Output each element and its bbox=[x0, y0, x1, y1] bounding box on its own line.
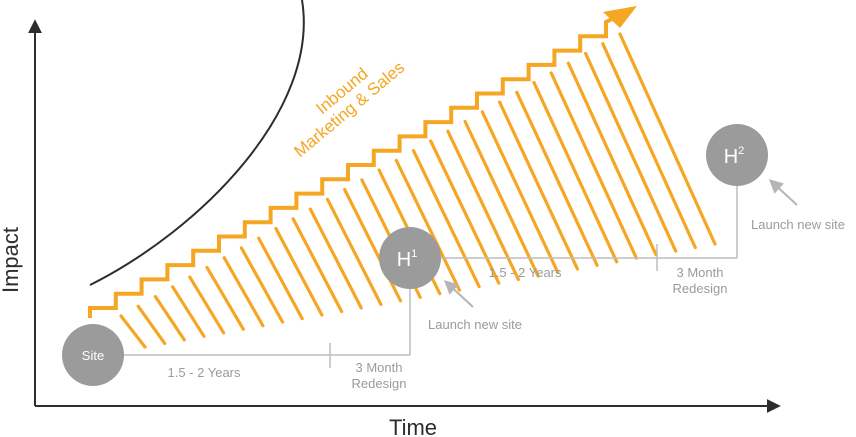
hatch-line bbox=[515, 90, 599, 267]
launch1-label: Launch new site bbox=[428, 317, 522, 332]
growth-arrowhead-icon bbox=[603, 6, 637, 28]
hatch-line bbox=[463, 119, 540, 278]
hatch-line bbox=[153, 295, 186, 342]
hatch-line bbox=[239, 246, 285, 324]
phase1-duration-label: 1.5 - 2 Years bbox=[168, 365, 241, 380]
hatch-line bbox=[601, 42, 697, 250]
x-axis-label: Time bbox=[389, 415, 437, 437]
phase2-redesign-label-line1: 3 Month bbox=[677, 265, 724, 280]
h2-node: H2 bbox=[706, 124, 768, 186]
h2-node-superscript: 2 bbox=[738, 145, 744, 157]
hatch-line bbox=[549, 71, 639, 260]
hatch-line bbox=[171, 285, 206, 338]
hatch-line bbox=[222, 256, 265, 328]
launch2-label: Launch new site bbox=[751, 217, 845, 232]
hatch-line bbox=[188, 275, 226, 335]
hatch-line bbox=[498, 100, 580, 271]
phase2-redesign-label-line2: Redesign bbox=[673, 281, 728, 296]
phase1-redesign-label-line2: Redesign bbox=[352, 376, 407, 391]
hatch-line bbox=[119, 314, 147, 349]
hatch-line bbox=[429, 139, 501, 285]
h1-node-letter: H bbox=[397, 249, 411, 271]
hatch-fill bbox=[119, 32, 717, 349]
launch1-pointer-arrow-icon bbox=[443, 280, 474, 308]
phase1-redesign-label-line1: 3 Month bbox=[356, 360, 403, 375]
hatch-line bbox=[205, 265, 245, 331]
y-axis-label: Impact bbox=[0, 227, 23, 293]
growth-staircase bbox=[88, 14, 619, 318]
hatch-line bbox=[618, 32, 717, 246]
hatch-line bbox=[325, 197, 383, 306]
hatch-line bbox=[532, 80, 619, 264]
svg-text:H2: H2 bbox=[724, 145, 745, 168]
hatch-line bbox=[257, 236, 304, 321]
hatch-line bbox=[394, 158, 462, 292]
h1-node-superscript: 1 bbox=[411, 248, 417, 260]
hatch-line bbox=[480, 110, 560, 274]
hatch-line bbox=[274, 226, 324, 317]
phase2-duration-label: 1.5 - 2 Years bbox=[489, 265, 562, 280]
site-node-label: Site bbox=[82, 348, 104, 363]
hatch-line bbox=[446, 129, 521, 282]
site-node: Site bbox=[62, 324, 124, 386]
svg-text:H1: H1 bbox=[397, 248, 418, 271]
launch2-pointer-arrow-icon bbox=[768, 179, 798, 206]
hatch-line bbox=[583, 51, 678, 253]
hatch-line bbox=[136, 304, 167, 345]
h1-node: H1 bbox=[379, 227, 441, 289]
hatch-line bbox=[411, 149, 481, 289]
inbound-curve bbox=[89, 0, 305, 286]
hatch-line bbox=[291, 217, 344, 314]
hatch-line bbox=[566, 61, 658, 257]
hatch-line bbox=[308, 207, 363, 310]
h2-node-letter: H bbox=[724, 146, 738, 168]
